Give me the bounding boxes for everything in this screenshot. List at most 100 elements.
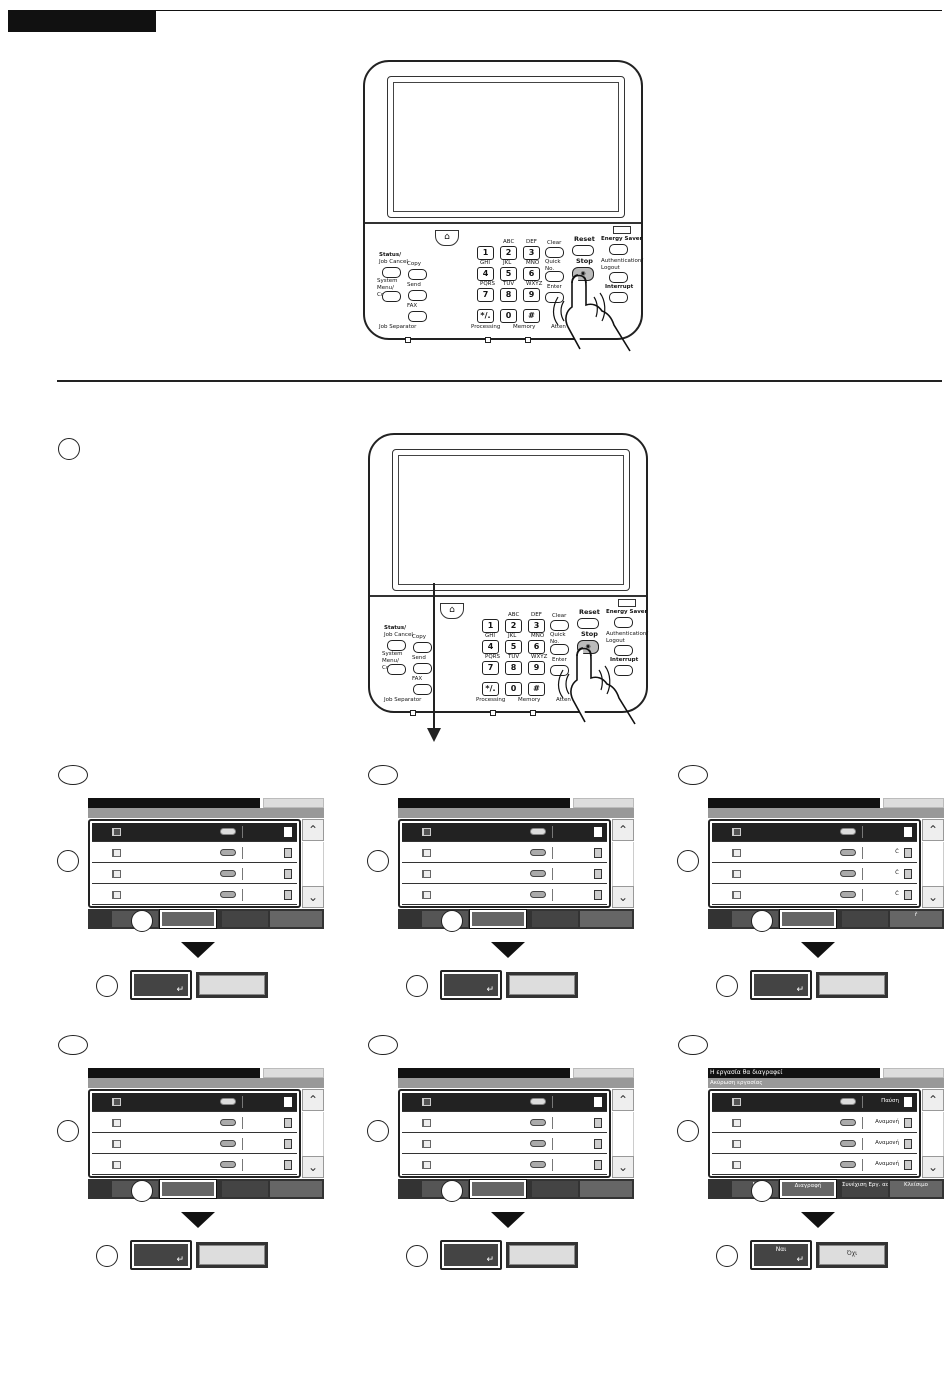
resume-button[interactable] [842, 911, 888, 927]
scroll-down-button[interactable]: ⌄ [922, 886, 944, 908]
scrollbar-track[interactable] [302, 1112, 324, 1156]
scrollbar-track[interactable] [612, 1112, 634, 1156]
job-row[interactable] [92, 865, 297, 884]
job-row[interactable] [402, 1135, 607, 1154]
job-row[interactable]: Č [712, 865, 917, 884]
energy-saver-key[interactable] [609, 244, 628, 255]
reset-key[interactable] [577, 618, 599, 629]
job-row[interactable]: Č [712, 886, 917, 905]
resume-button[interactable]: Συνέχιση Εργ. ασιών [842, 1181, 888, 1197]
delete-button[interactable] [159, 909, 217, 929]
job-row[interactable] [92, 1156, 297, 1175]
numeric-key[interactable]: 9 [528, 661, 545, 675]
job-row[interactable]: Č [712, 844, 917, 863]
interrupt-key[interactable] [609, 292, 628, 303]
numeric-key[interactable]: 9 [523, 288, 540, 302]
screen-tab[interactable] [883, 1068, 944, 1078]
resume-button[interactable] [222, 1181, 268, 1197]
scroll-down-button[interactable]: ⌄ [922, 1156, 944, 1178]
scroll-up-button[interactable]: ⌃ [922, 819, 944, 841]
scrollbar-track[interactable] [922, 1112, 944, 1156]
screen-tab[interactable] [263, 1068, 324, 1078]
numeric-key[interactable]: 7 [482, 661, 499, 675]
no-button[interactable] [816, 972, 888, 998]
copy-key[interactable] [413, 642, 432, 653]
send-key[interactable] [408, 290, 427, 301]
close-button[interactable] [270, 911, 322, 927]
close-button[interactable] [270, 1181, 322, 1197]
no-button[interactable] [196, 972, 268, 998]
delete-button[interactable] [469, 909, 527, 929]
job-row[interactable] [402, 844, 607, 863]
close-button[interactable]: ř [890, 911, 942, 927]
copy-key[interactable] [408, 269, 427, 280]
status-job-cancel-key[interactable] [387, 640, 406, 651]
close-button[interactable] [580, 911, 632, 927]
quick-no-search-key[interactable] [545, 271, 564, 282]
authentication-key[interactable] [609, 272, 628, 283]
job-row[interactable] [92, 886, 297, 905]
no-button[interactable]: Όχι [816, 1242, 888, 1268]
job-row[interactable]: Αναμονή [712, 1114, 917, 1133]
clear-key[interactable] [545, 247, 564, 258]
energy-saver-key[interactable] [614, 617, 633, 628]
scrollbar-track[interactable] [612, 842, 634, 886]
touch-panel-screen[interactable] [393, 82, 619, 212]
job-row[interactable]: Παύση [712, 1093, 917, 1112]
numeric-key[interactable]: 4 [477, 267, 494, 281]
clear-key[interactable] [550, 620, 569, 631]
numeric-key[interactable]: 4 [482, 640, 499, 654]
scrollbar-track[interactable] [922, 842, 944, 886]
numeric-key[interactable]: 1 [477, 246, 494, 260]
job-row[interactable] [92, 1114, 297, 1133]
scrollbar-track[interactable] [302, 842, 324, 886]
job-row[interactable] [402, 1114, 607, 1133]
job-row[interactable] [402, 1093, 607, 1112]
yes-button[interactable]: ↵ [130, 1240, 192, 1270]
job-row[interactable] [402, 823, 607, 842]
yes-button[interactable]: Ναι↵ [750, 1240, 812, 1270]
numeric-key[interactable]: 8 [505, 661, 522, 675]
numeric-key[interactable]: 6 [523, 267, 540, 281]
numeric-key[interactable]: */. [482, 682, 499, 696]
authentication-key[interactable] [614, 645, 633, 656]
numeric-key[interactable]: 2 [505, 619, 522, 633]
interrupt-key[interactable] [614, 665, 633, 676]
touch-panel-screen[interactable] [398, 455, 624, 585]
scroll-up-button[interactable]: ⌃ [612, 1089, 634, 1111]
yes-button[interactable]: ↵ [750, 970, 812, 1000]
resume-button[interactable] [222, 911, 268, 927]
resume-button[interactable] [532, 911, 578, 927]
job-row[interactable] [402, 1156, 607, 1175]
scroll-down-button[interactable]: ⌄ [612, 886, 634, 908]
numeric-key[interactable]: 1 [482, 619, 499, 633]
enter-key[interactable] [545, 292, 564, 303]
numeric-key[interactable]: 5 [500, 267, 517, 281]
numeric-key[interactable]: 8 [500, 288, 517, 302]
numeric-key[interactable]: 0 [500, 309, 517, 323]
yes-button[interactable]: ↵ [440, 970, 502, 1000]
screen-tab[interactable] [573, 1068, 634, 1078]
numeric-key[interactable]: # [523, 309, 540, 323]
job-row[interactable]: Αναμονή [712, 1135, 917, 1154]
close-button[interactable]: Κλείσιμο [890, 1181, 942, 1197]
delete-button[interactable]: Διαγραφή [779, 1179, 837, 1199]
delete-button[interactable] [469, 1179, 527, 1199]
numeric-key[interactable]: # [528, 682, 545, 696]
job-row[interactable] [92, 844, 297, 863]
enter-key[interactable] [550, 665, 569, 676]
quick-no-search-key[interactable] [550, 644, 569, 655]
no-button[interactable] [506, 972, 578, 998]
numeric-key[interactable]: 5 [505, 640, 522, 654]
status-job-cancel-key[interactable] [382, 267, 401, 278]
screen-tab[interactable] [883, 798, 944, 808]
scroll-up-button[interactable]: ⌃ [302, 819, 324, 841]
delete-button[interactable] [159, 1179, 217, 1199]
resume-button[interactable] [532, 1181, 578, 1197]
scroll-up-button[interactable]: ⌃ [302, 1089, 324, 1111]
yes-button[interactable]: ↵ [440, 1240, 502, 1270]
system-menu-key[interactable] [387, 664, 406, 675]
numeric-key[interactable]: 3 [528, 619, 545, 633]
fax-key[interactable] [413, 684, 432, 695]
home-key[interactable]: ⌂ [435, 230, 459, 246]
